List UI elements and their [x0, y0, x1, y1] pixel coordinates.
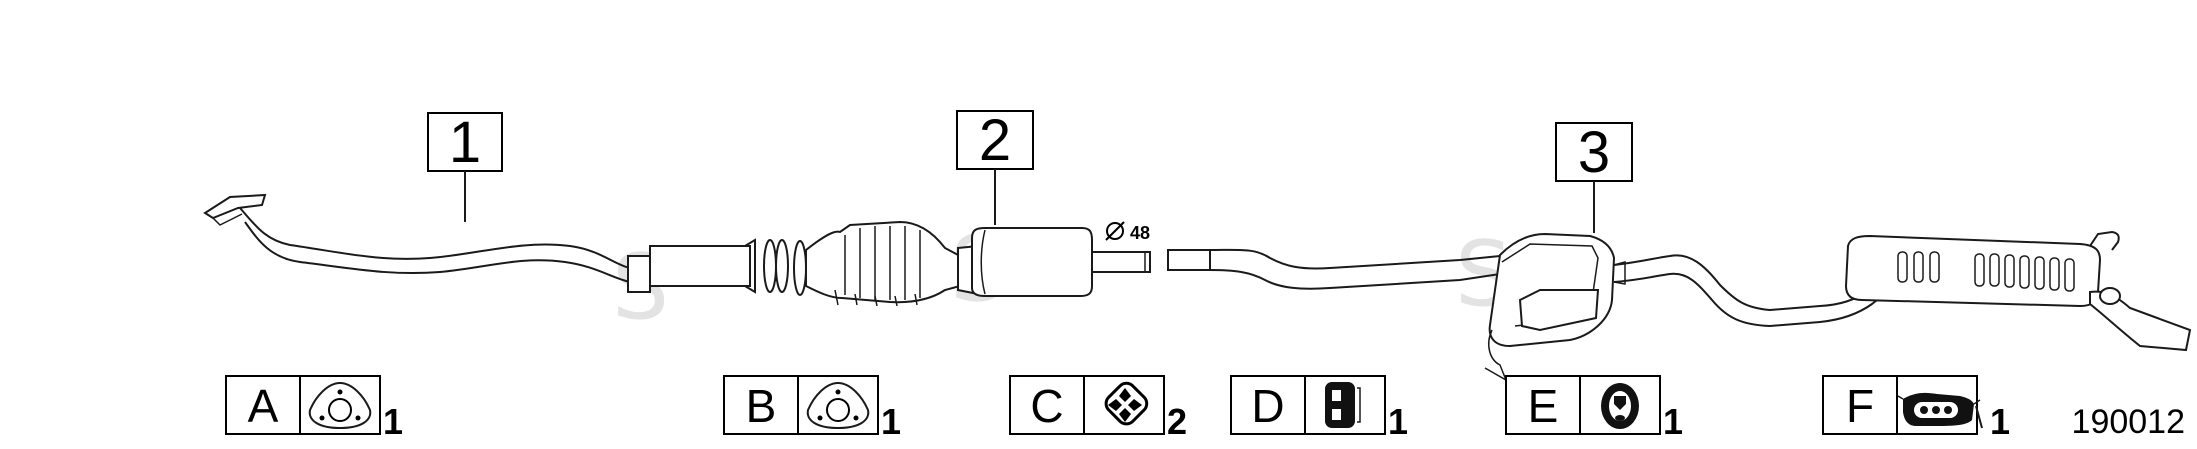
callout-3-label: 3	[1578, 120, 1610, 185]
fitting-b-letter: B	[746, 380, 777, 432]
fitting-b-qty: 1	[881, 401, 901, 442]
fitting-d-letter: D	[1251, 380, 1284, 432]
catalytic-converter	[793, 220, 961, 307]
callout-3: 3	[1555, 120, 1633, 233]
rubber-ring-hanger-icon	[1601, 383, 1639, 429]
fitting-d-qty: 1	[1388, 401, 1408, 442]
callout-2-label: 2	[979, 108, 1011, 173]
pipe-diameter-label: 48	[1105, 221, 1150, 243]
callout-1: 1	[427, 110, 503, 222]
rubber-block-hanger-icon	[1325, 382, 1361, 428]
fitting-f-qty: 1	[1990, 401, 2010, 442]
reference-number: 190012	[2072, 403, 2185, 441]
gasket-3-bolt-icon	[806, 381, 870, 430]
diameter-value: 48	[1130, 223, 1150, 243]
fitting-c: C 2	[1009, 375, 1187, 442]
fitting-a: A 1	[225, 375, 403, 442]
fitting-d: D 1	[1230, 375, 1408, 442]
fitting-f-letter: F	[1846, 380, 1874, 432]
fitting-e: E 1	[1505, 375, 1683, 442]
rubber-mount-icon	[1104, 381, 1149, 426]
intermediate-pipe	[1167, 248, 1501, 290]
callout-2: 2	[956, 108, 1034, 225]
rubber-strap-hanger-icon	[1897, 392, 1983, 429]
gasket-3-bolt-icon	[308, 381, 372, 430]
fitting-e-letter: E	[1528, 380, 1559, 432]
rear-section-part-3	[1484, 230, 2192, 382]
fitting-c-qty: 2	[1167, 401, 1187, 442]
fitting-a-letter: A	[248, 380, 279, 432]
fitting-e-qty: 1	[1663, 401, 1683, 442]
front-pipe-part-1	[203, 193, 789, 294]
fitting-a-qty: 1	[383, 401, 403, 442]
fitting-f: F 1	[1822, 375, 2010, 442]
centre-silencer-part-2	[957, 227, 1151, 297]
fitting-c-letter: C	[1030, 380, 1063, 432]
callout-1-label: 1	[449, 110, 481, 175]
fitting-b: B 1	[723, 375, 901, 442]
